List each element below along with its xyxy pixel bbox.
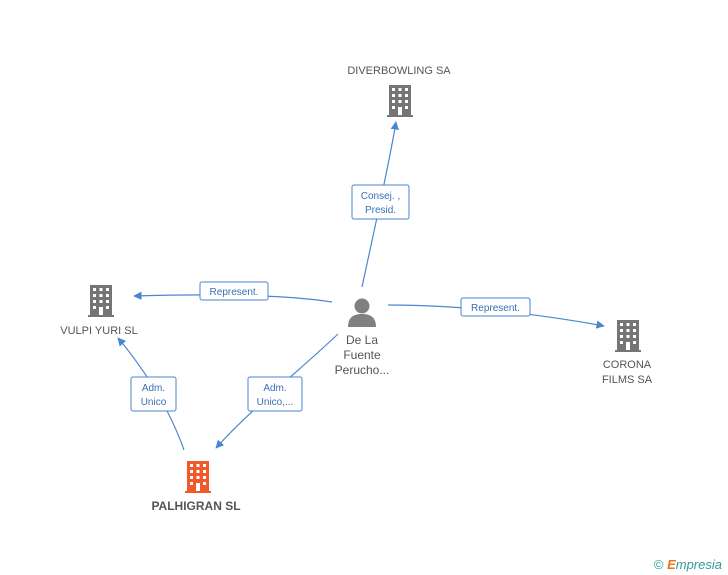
person-label-line3: Perucho...: [335, 363, 390, 377]
edge-label-represent-vulpi[interactable]: Represent.: [199, 281, 269, 301]
node-label: PALHIGRAN SL: [151, 499, 240, 513]
person-label-line2: Fuente: [343, 348, 381, 362]
building-icon: [185, 461, 211, 493]
edge-label-line1: Adm.: [142, 383, 165, 394]
person-icon: [348, 298, 376, 327]
edge-label-line1: Represent.: [471, 303, 520, 314]
edge-label-adm-unico[interactable]: Adm. Unico: [130, 376, 177, 412]
node-label: DIVERBOWLING SA: [347, 65, 451, 77]
building-icon: [615, 320, 641, 352]
node-vulpi-yuri[interactable]: VULPI YURI SL: [60, 285, 138, 337]
edge-label-line2: Presid.: [365, 205, 396, 216]
person-label-line1: De La: [346, 333, 378, 347]
edge-label-line2: Unico: [141, 397, 167, 408]
brand-logo-initial: E: [667, 557, 676, 572]
edge-label-line2: Unico,...: [257, 397, 294, 408]
edge-label-represent-corona[interactable]: Represent.: [460, 297, 531, 317]
edge-label-line1: Represent.: [210, 287, 259, 298]
node-corona-films[interactable]: CORONA FILMS SA: [602, 320, 653, 386]
edge-label-line1: Consej. ,: [361, 191, 400, 202]
node-label: VULPI YURI SL: [60, 325, 137, 337]
node-person[interactable]: De La Fuente Perucho...: [335, 298, 390, 378]
node-palhigran[interactable]: PALHIGRAN SL: [151, 461, 241, 513]
edge-label-consej-presid[interactable]: Consej. , Presid.: [351, 184, 410, 220]
brand-logo-text: mpresia: [675, 557, 722, 572]
node-diverbowling[interactable]: DIVERBOWLING SA: [347, 65, 451, 117]
node-label-line2: FILMS SA: [602, 374, 653, 386]
edge-label-adm-unico-etc[interactable]: Adm. Unico,...: [247, 376, 303, 412]
building-icon: [387, 85, 413, 117]
edge-label-line1: Adm.: [263, 383, 286, 394]
copyright-symbol: ©: [653, 557, 664, 572]
footer-brand: © Empresia: [654, 557, 722, 572]
node-label-line1: CORONA: [603, 359, 652, 371]
building-icon: [88, 285, 114, 317]
